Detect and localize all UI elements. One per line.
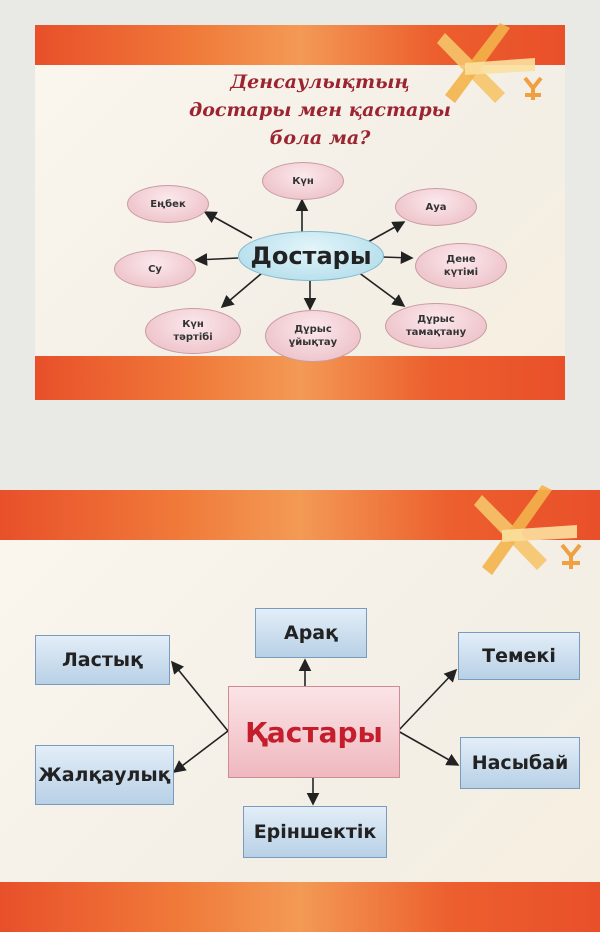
arrow	[172, 730, 229, 773]
slide-enemies	[0, 485, 600, 932]
slide-title: Денсаулықтың достары мен қастары бола ма…	[120, 68, 520, 152]
title-line: Денсаулықтың	[230, 71, 410, 93]
node-nasybai: Насыбай	[460, 737, 580, 789]
arrow	[194, 253, 239, 266]
title-line: бола ма?	[269, 127, 371, 149]
ribbon-decoration-icon	[474, 485, 582, 575]
node-kun: Күн	[262, 162, 344, 200]
arrow	[381, 251, 414, 265]
node-zhalqauluq: Жалқаулық	[35, 745, 174, 805]
arrow	[357, 271, 406, 307]
ribbon-decoration-icon	[437, 23, 543, 103]
arrow	[220, 272, 263, 309]
arrow	[397, 668, 458, 732]
title-line: достары мен қастары	[189, 99, 451, 121]
bottom-banner	[35, 356, 565, 400]
node-aua: Ауа	[395, 188, 477, 226]
node-qastary-center: Қастары	[228, 686, 400, 778]
node-dostary-center: Достары	[238, 231, 384, 281]
arrow	[203, 211, 253, 239]
arrow	[397, 730, 460, 766]
node-araq: Арақ	[255, 608, 367, 658]
node-enbek: Еңбек	[127, 185, 209, 223]
bottom-banner	[0, 882, 600, 932]
node-su: Су	[114, 250, 196, 288]
node-temeki: Темекі	[458, 632, 580, 680]
arrow	[170, 660, 229, 732]
arrow	[367, 221, 406, 243]
node-erinshektik: Еріншектік	[243, 806, 387, 858]
node-lastyq: Ластық	[35, 635, 170, 685]
